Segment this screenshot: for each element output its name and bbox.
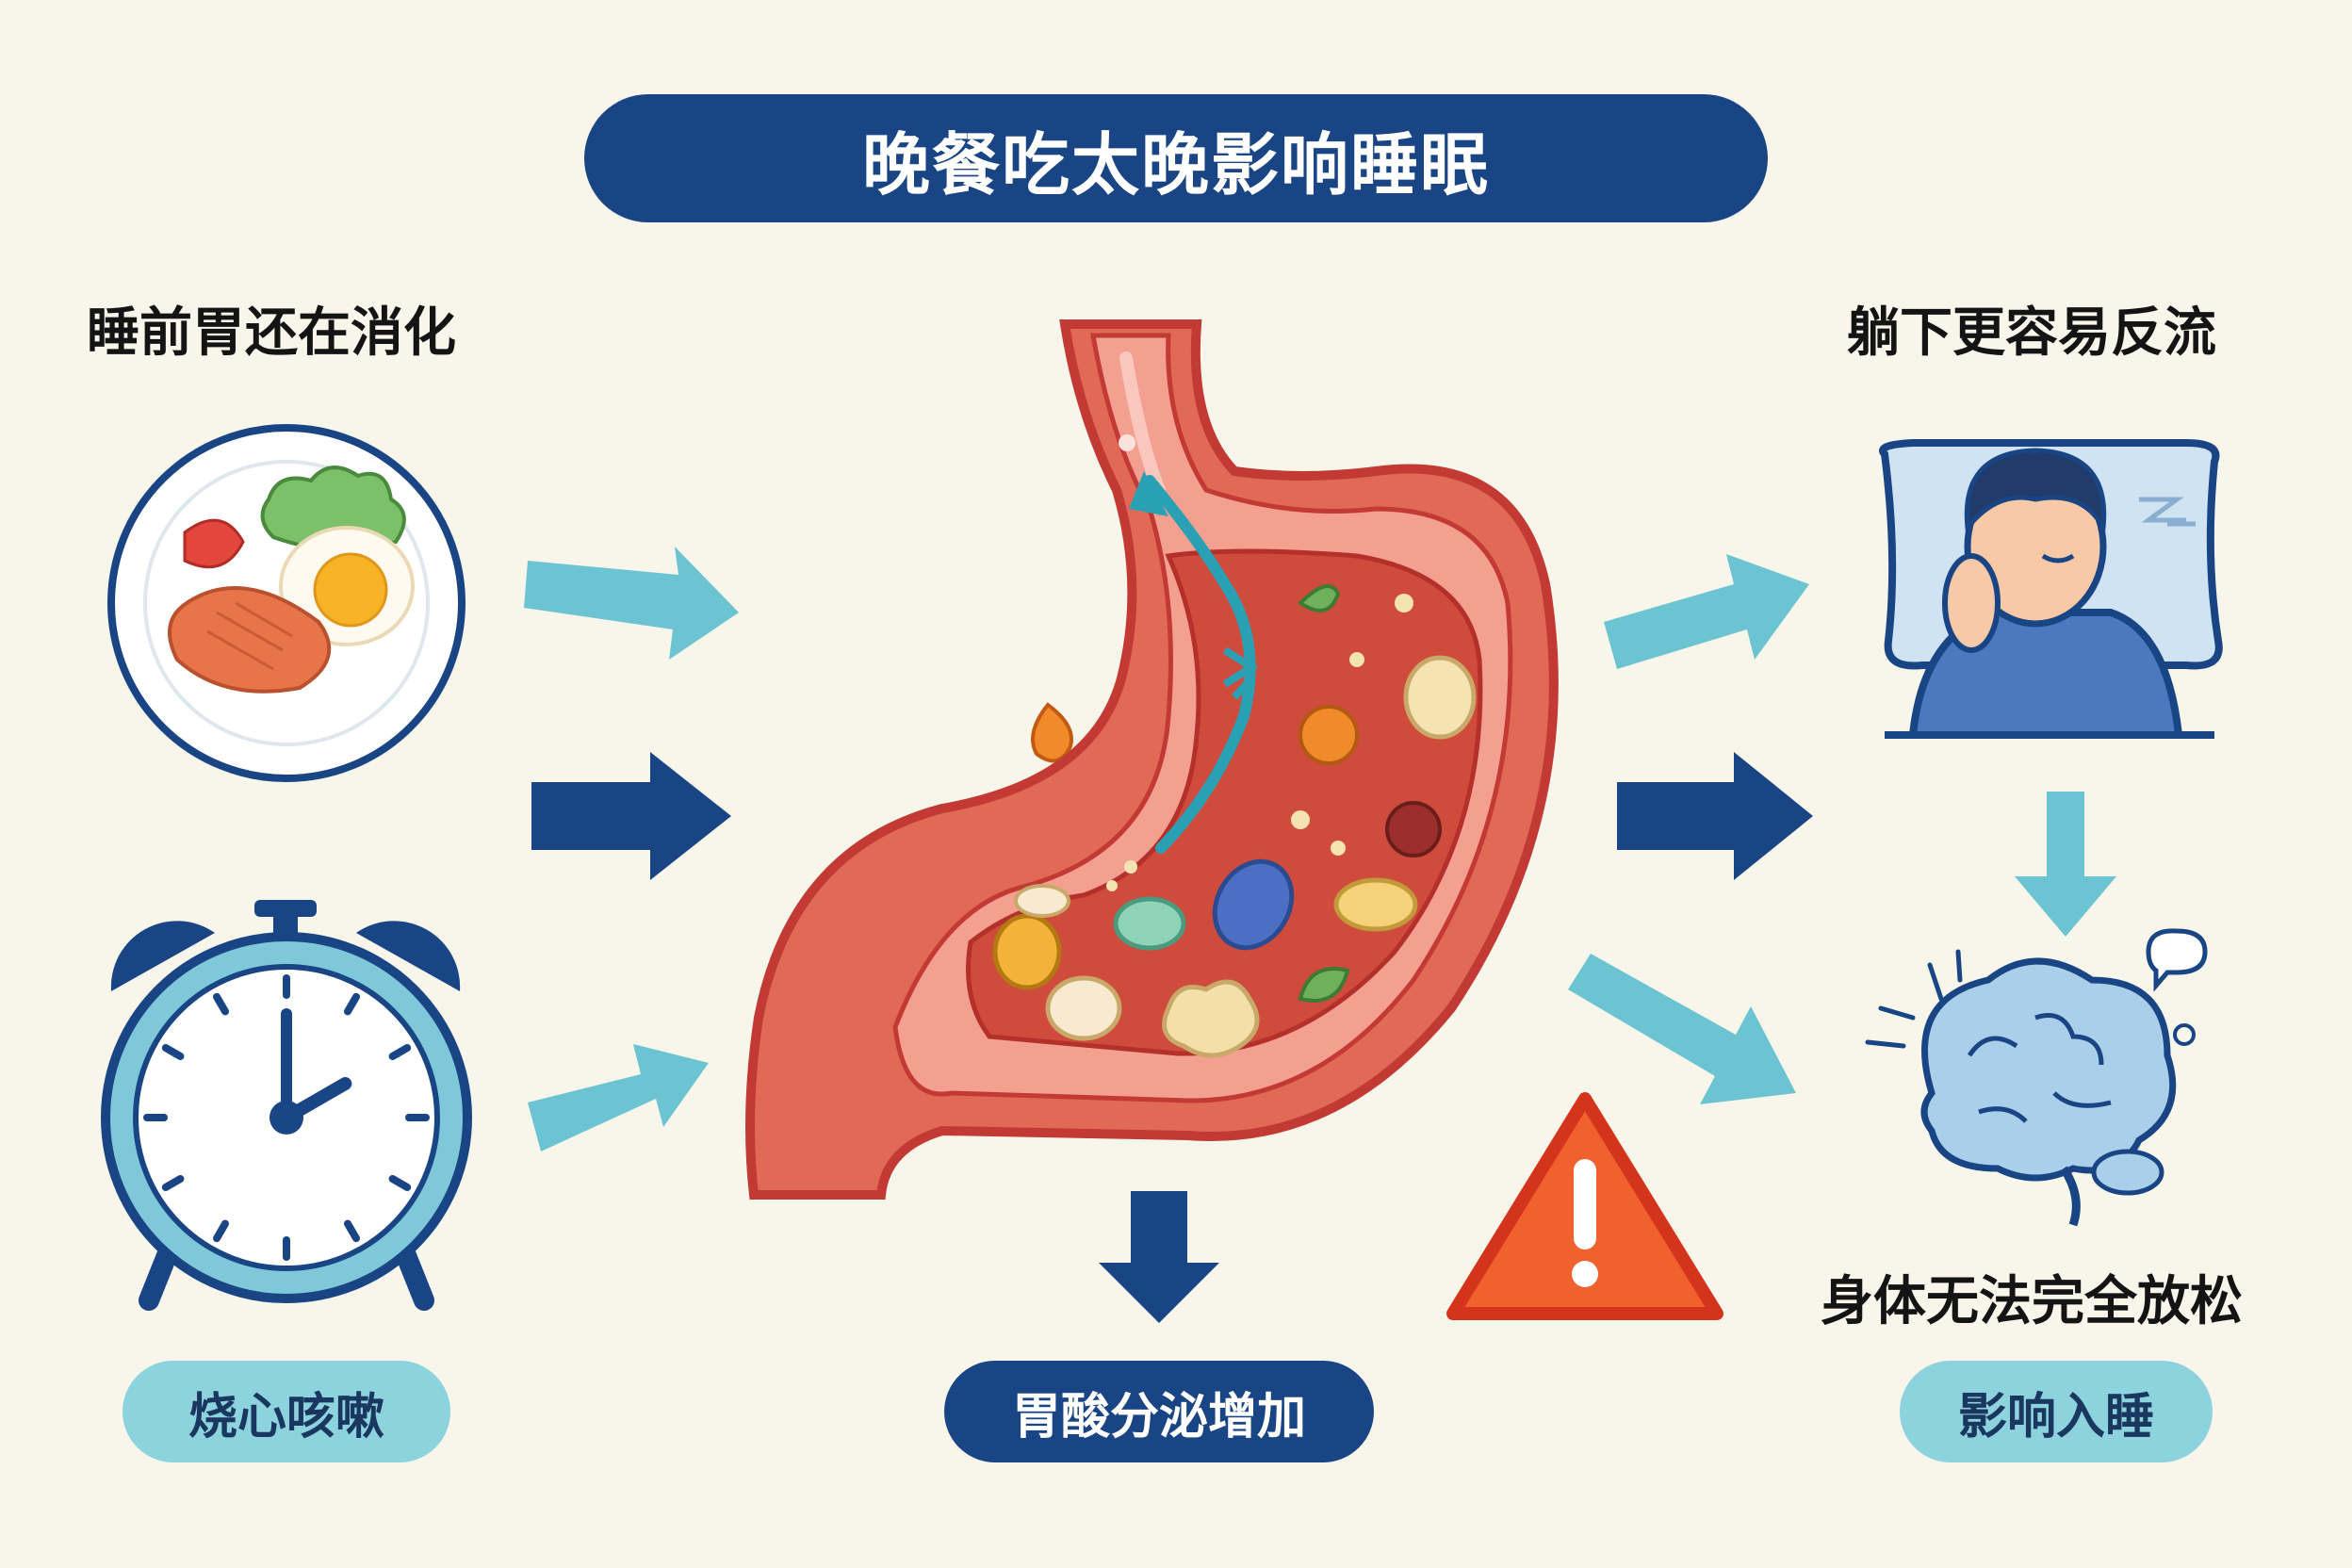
clock-tick (344, 992, 360, 1016)
pill-acid-increase: 胃酸分泌增加 (944, 1361, 1374, 1462)
clock-tick (388, 1044, 412, 1060)
label-reflux-lying-down: 躺下更容易反流 (1847, 302, 2216, 364)
page-title: 晚餐吃太晚影响睡眠 (861, 124, 1490, 204)
label-body-cannot-relax: 身体无法完全放松 (1821, 1271, 2243, 1332)
arrow-sleep-to-brain (2015, 792, 2116, 937)
alarm-clock-icon (101, 900, 472, 1311)
pill-heartburn-cough: 烧心咳嗽 (122, 1361, 450, 1462)
arrow-stomach-main-right (1617, 752, 1813, 880)
sleeping-person-icon (1879, 439, 2223, 739)
arrow-stomach-to-sleep (1604, 554, 1809, 669)
title-banner: 晚餐吃太晚影响睡眠 (584, 94, 1768, 222)
arrow-stomach-to-brain (1568, 954, 1796, 1104)
arrow-main-to-stomach (531, 752, 731, 880)
clock-tick (344, 1219, 360, 1243)
plate-meal-icon (107, 424, 466, 782)
clock-tick (161, 1044, 185, 1060)
clock-tick (213, 992, 229, 1016)
stomach-icon (745, 319, 1559, 1200)
arrow-clock-to-stomach (528, 1044, 709, 1152)
brain-icon (1865, 928, 2208, 1227)
clock-tick (161, 1175, 185, 1191)
arrow-plate-to-stomach (524, 547, 739, 660)
label-stomach-digesting: 睡前胃还在消化 (87, 302, 456, 364)
warning-icon (1446, 1092, 1723, 1320)
clock-tick (388, 1175, 412, 1191)
arrow-stomach-down (1099, 1191, 1219, 1323)
clock-tick (213, 1219, 229, 1243)
pill-affects-sleep: 影响入睡 (1900, 1361, 2213, 1462)
